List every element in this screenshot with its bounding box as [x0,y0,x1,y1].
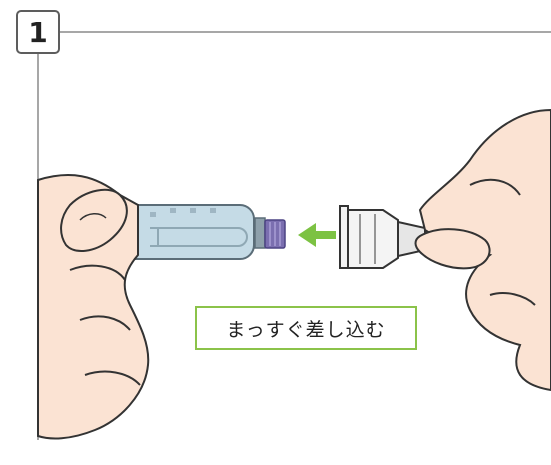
step-number-badge: 1 [16,10,60,54]
pen-needle-cap-icon [339,205,426,269]
right-hand-icon [414,108,551,392]
arrow-left-icon [298,223,336,247]
instruction-callout: まっすぐ差し込む [195,306,417,350]
left-hand-icon [37,174,150,440]
